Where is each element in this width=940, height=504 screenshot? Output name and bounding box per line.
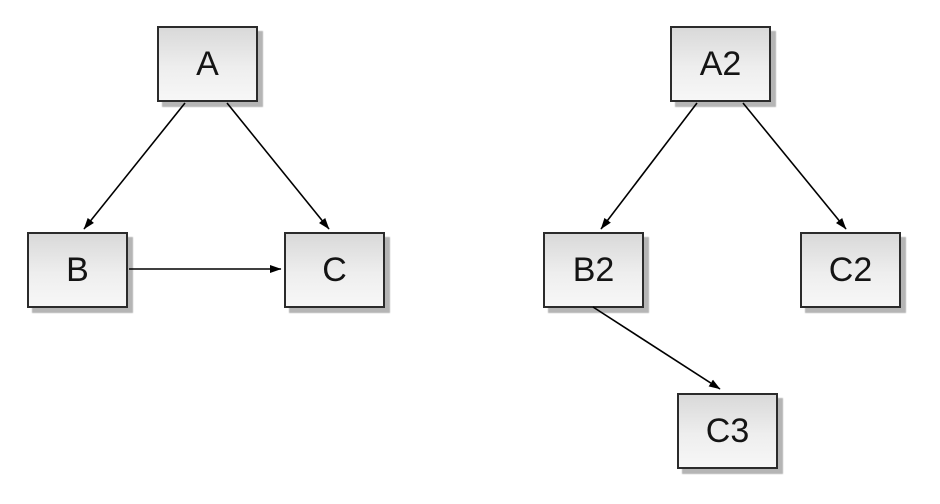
node-b: B (27, 232, 128, 308)
edge-a2-to-c2-arrow (742, 102, 847, 230)
node-c2: C2 (800, 232, 901, 308)
node-a2: A2 (670, 26, 771, 102)
node-c: C (284, 232, 385, 308)
edge-a-to-c-arrow (226, 102, 330, 230)
node-b2: B2 (543, 232, 644, 308)
node-a: A (157, 26, 258, 102)
node-b-label: B (66, 250, 89, 289)
edge-a-to-b-arrow (83, 102, 186, 230)
edge-a2-to-b2-arrow (600, 102, 698, 230)
node-b2-label: B2 (572, 250, 615, 289)
node-c2-label: C2 (828, 250, 873, 289)
node-c3-label: C3 (705, 411, 750, 450)
node-a-label: A (196, 44, 219, 83)
node-c-label: C (322, 250, 347, 289)
node-a2-label: A2 (699, 44, 742, 83)
node-c3: C3 (677, 393, 778, 469)
edge-b2-to-c3-arrow (592, 306, 721, 390)
